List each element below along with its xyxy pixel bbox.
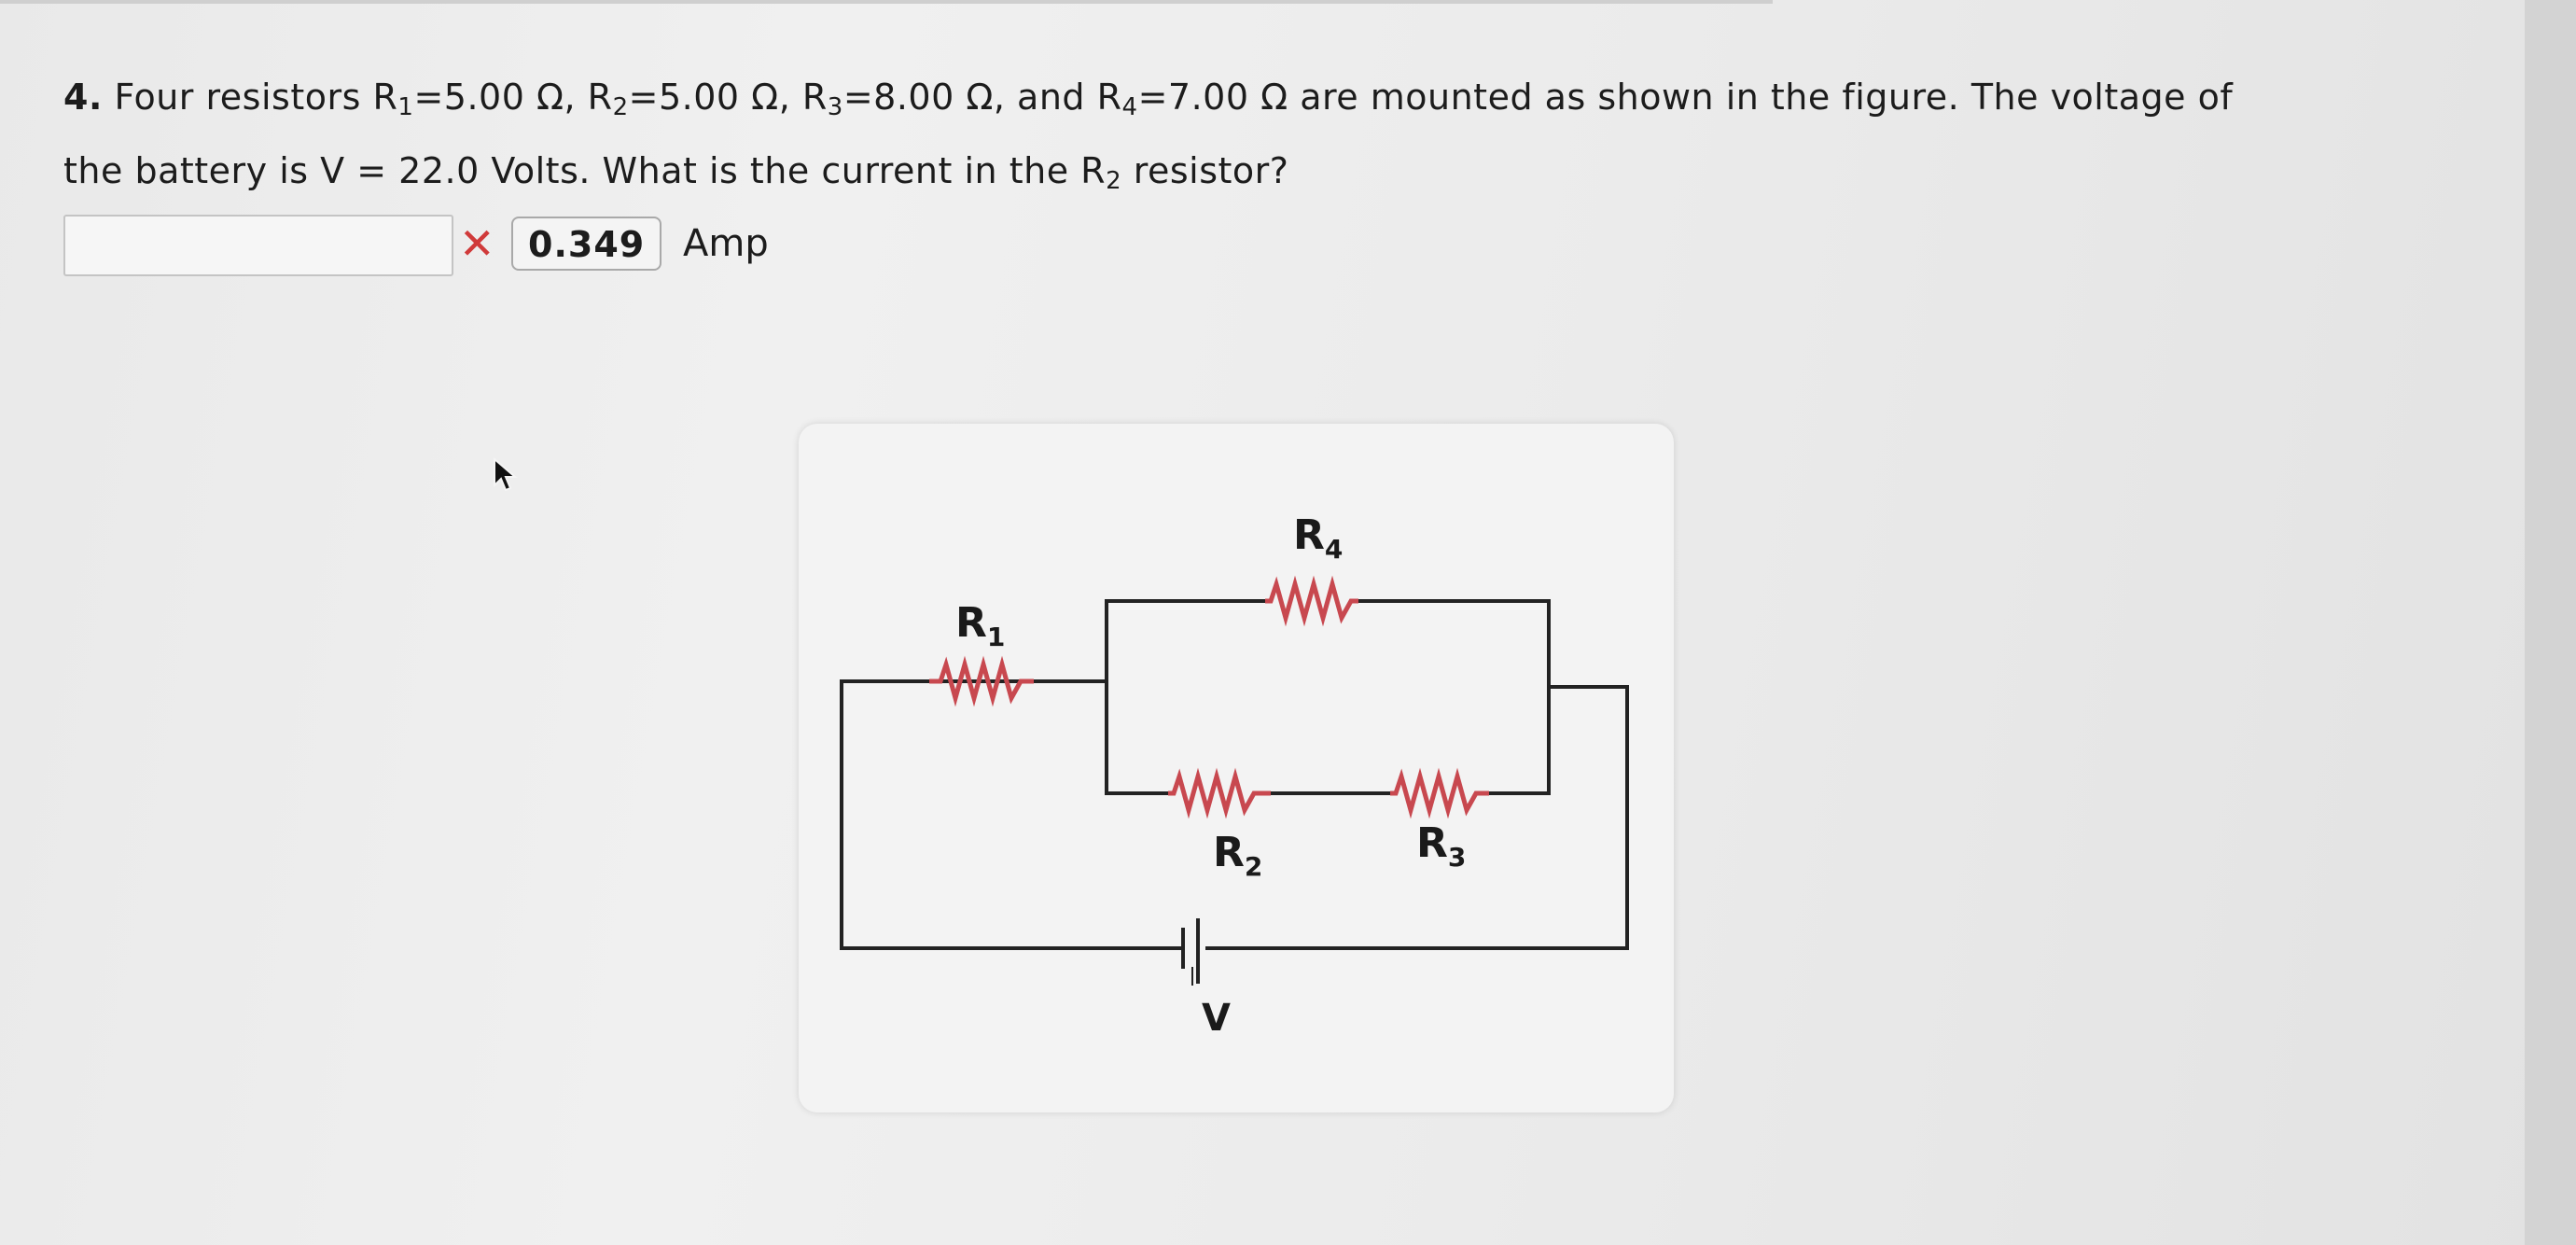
incorrect-x-icon: ✕ [459,218,495,269]
wire-node-top [1105,599,1265,769]
circuit-diagram: R1 R4 R2 R3 V [840,511,1629,1040]
r2-label: R2 [1213,829,1262,882]
r3-subscript: 3 [827,93,843,121]
previous-answer-badge: 0.349 [511,217,662,271]
resistor-r1 [929,655,1034,707]
question-text: 4. Four resistors R1=5.00 Ω, R2=5.00 Ω, … [63,65,2489,213]
question-number: 4. [63,77,103,118]
resistor-r2 [1168,767,1271,819]
unit-label: Amp [683,222,769,265]
r3-value: =8.00 Ω, and R [842,77,1122,118]
r1-subscript: 1 [397,93,414,121]
r4-value: =7.00 Ω are mounted as shown in the figu… [1137,77,2234,118]
mouse-pointer-icon [493,456,521,498]
top-divider [0,0,1773,4]
right-edge-shadow [2525,0,2576,1245]
r1-value: =5.00 Ω, R [413,77,613,118]
r4-label: R4 [1293,511,1343,565]
question-line2: the battery is V = 22.0 Volts. What is t… [63,150,1107,191]
question-part1: Four resistors R [102,77,398,118]
battery-label: V [1202,997,1231,1040]
line2-subscript: 2 [1106,167,1122,195]
answer-row: ✕ 0.349 Amp [63,213,903,282]
wire-bottom-right [1205,685,1629,950]
r2-value: =5.00 Ω, R [628,77,828,118]
r3-label: R3 [1416,819,1466,873]
wire-top-right [1358,599,1551,795]
wire-left-bottom [840,679,1181,950]
circuit-figure: R1 R4 R2 R3 V [799,424,1674,1112]
r4-subscript: 4 [1121,93,1138,121]
resistor-r4 [1265,575,1358,627]
r2-subscript: 2 [612,93,629,121]
wire-node-bottom [1105,769,1168,795]
r1-label: R1 [955,599,1005,652]
question-line2-end: resistor? [1121,150,1289,191]
answer-input[interactable] [63,215,453,276]
resistor-r3 [1390,767,1489,819]
battery-symbol [1181,918,1200,986]
